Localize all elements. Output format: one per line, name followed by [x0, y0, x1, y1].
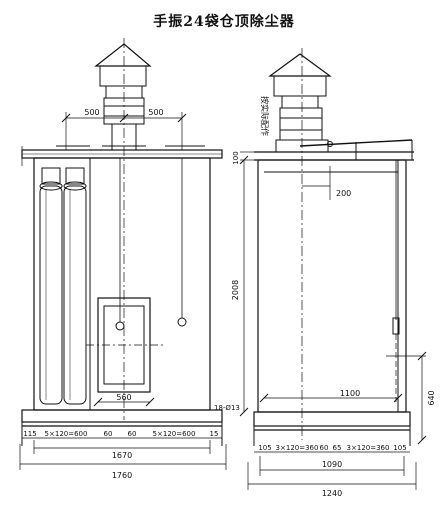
dim-side-top-offset: 100 — [232, 151, 240, 164]
front-access-door — [86, 297, 164, 393]
dim-front-outer-total: 1760 — [112, 471, 132, 480]
side-body — [257, 159, 407, 413]
dim-hood-left: 500 — [84, 108, 99, 117]
dim-front-inner-total: 1670 — [112, 451, 132, 460]
dim-side-b2: 60 — [320, 444, 329, 452]
dim-side-b4: 3×120=360 — [347, 444, 390, 452]
front-filter-bags — [39, 167, 87, 405]
dim-hood-right: 500 — [148, 108, 163, 117]
dim-side-b3: 65 — [333, 444, 342, 452]
drawing-title: 手振24袋仓顶除尘器 — [153, 13, 294, 30]
dim-side-b1: 3×120=360 — [276, 444, 319, 452]
side-shaking-lever — [299, 139, 413, 160]
dim-side-inner-total: 1090 — [322, 460, 342, 469]
dim-front-b2: 60 — [104, 430, 113, 438]
side-rain-hood — [268, 53, 332, 141]
side-bottom-dims: 105 3×120=360 60 65 3×120=360 105 1090 1… — [258, 444, 406, 498]
dim-front-b5: 15 — [210, 430, 219, 438]
front-hood-dims — [61, 112, 187, 150]
dim-side-b0: 105 — [258, 444, 271, 452]
dim-side-handle-height: 640 — [427, 390, 436, 405]
dim-side-b5: 105 — [393, 444, 406, 452]
front-bottom-dims: 115 5×120=600 60 60 5×120=600 15 1670 17… — [23, 430, 218, 480]
dim-door-width: 560 — [116, 393, 131, 402]
front-view — [19, 38, 227, 470]
dim-front-b0: 115 — [23, 430, 36, 438]
bolt-note: 18-Ø13 — [214, 404, 240, 412]
side-view — [239, 48, 427, 490]
front-rain-hood — [94, 43, 152, 125]
dim-front-b3: 60 — [128, 430, 137, 438]
side-base — [253, 411, 411, 427]
dim-side-rod-offset: 200 — [336, 189, 351, 198]
dim-side-height: 2008 — [231, 280, 240, 300]
field-note: 按实际配作 — [260, 96, 270, 136]
dim-front-b1: 5×120=600 — [45, 430, 88, 438]
dim-side-outer-total: 1240 — [322, 489, 342, 498]
front-body — [33, 157, 211, 411]
dim-side-inner-width: 1100 — [340, 389, 360, 398]
dim-front-b4: 5×120=600 — [153, 430, 196, 438]
front-base — [21, 409, 223, 423]
